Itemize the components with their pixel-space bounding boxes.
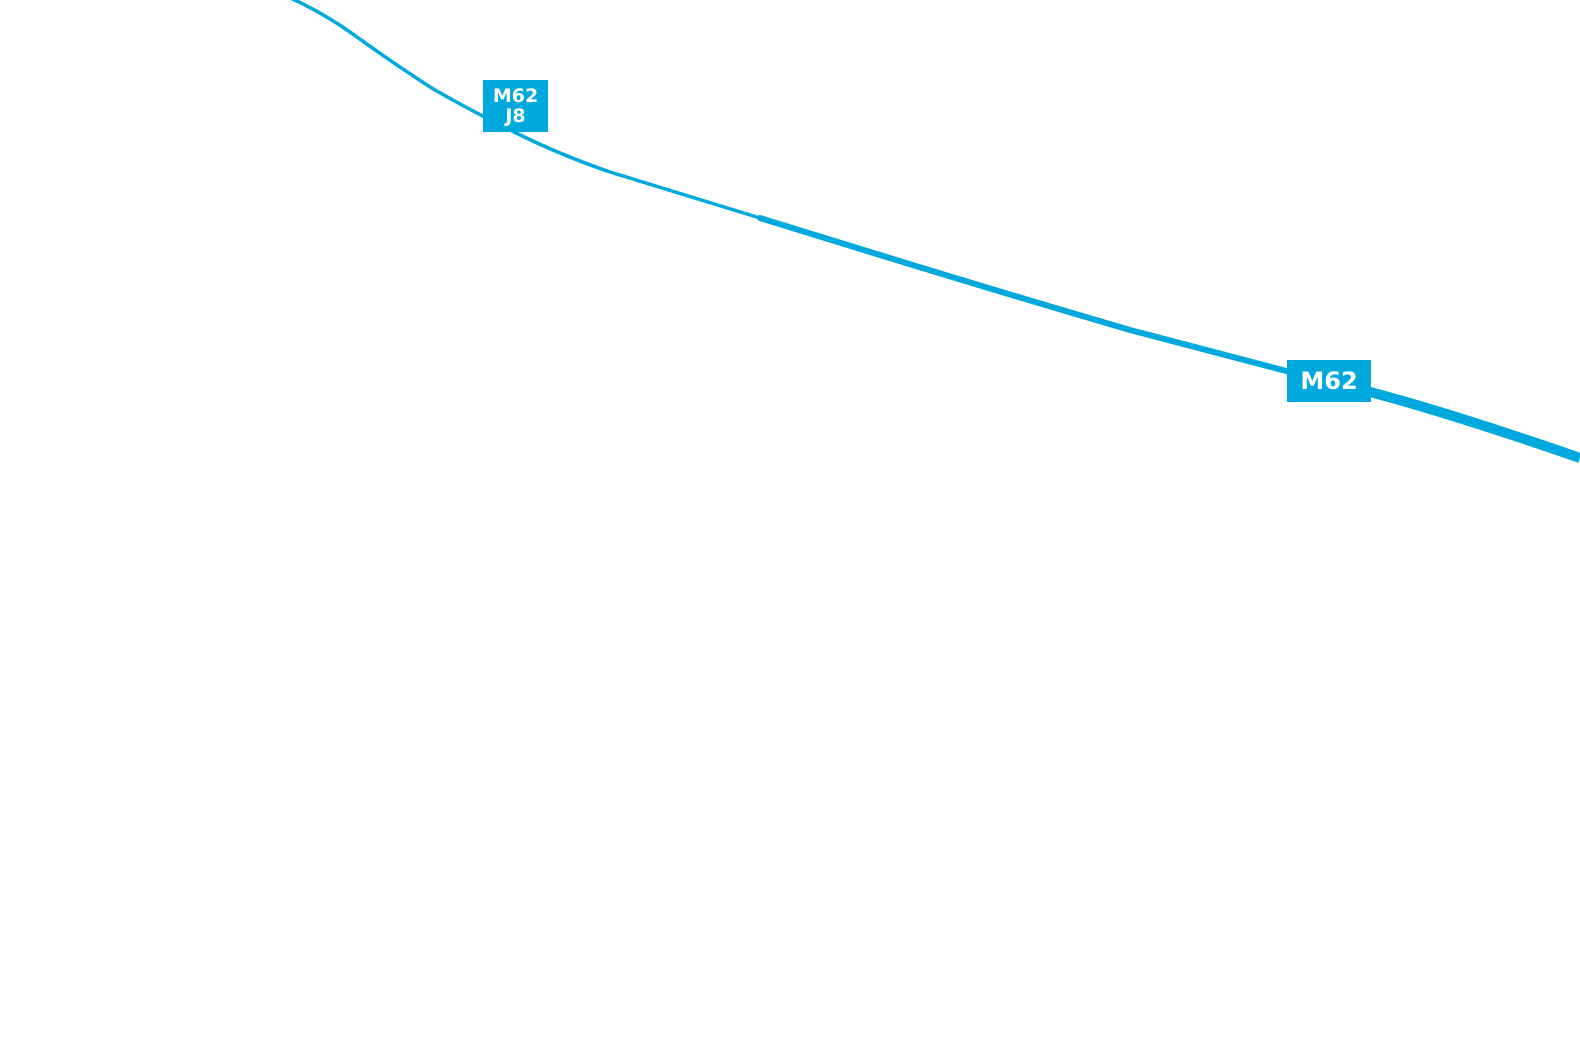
road-badge-name: M62 [1300,367,1358,395]
junction-badge-road: M62 [492,85,539,107]
junction-badge[interactable]: M62 J8 [483,80,548,132]
road-m62-medium-segment [757,215,1293,375]
road-badge[interactable]: M62 [1287,360,1371,402]
road-m62-thin-segment [290,0,762,220]
junction-badge-number: J8 [505,105,526,127]
road-m62-wide-segment [1288,367,1580,463]
